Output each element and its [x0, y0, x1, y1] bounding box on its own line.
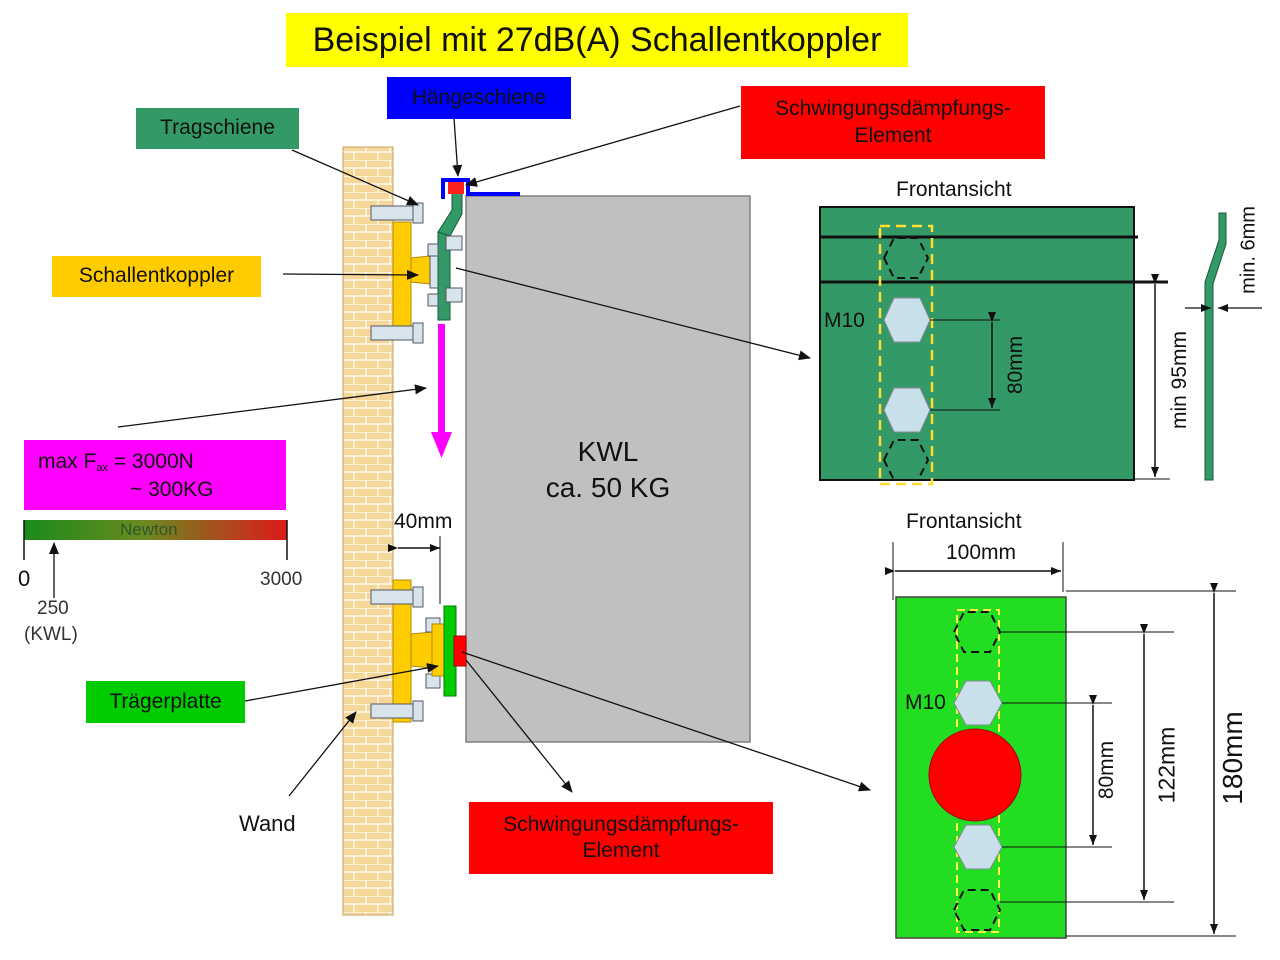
kwl-unit: [465, 195, 751, 743]
bottom-view-dim-height: 180mm: [1217, 711, 1248, 805]
kwl-name: KWL: [577, 435, 639, 467]
top-view-dim-side: min. 6mm: [1237, 206, 1260, 294]
label-tragschiene: Tragschiene: [136, 108, 299, 149]
kwl-label: KWL ca. 50 KG: [500, 430, 716, 510]
scale-marker-label: (KWL): [24, 624, 78, 645]
bottom-view-title: Frontansicht: [906, 510, 1022, 533]
force-value: = 3000N: [113, 450, 194, 473]
label-wand: Wand: [239, 811, 296, 836]
scale-min-label: 0: [18, 566, 31, 591]
daempfung-bottom-line2: Element: [582, 839, 660, 862]
label-schallentkoppler: Schallentkoppler: [52, 256, 261, 297]
force-approx: ~ 300KG: [130, 478, 214, 501]
schallentkoppler-text: Schallentkoppler: [78, 264, 235, 288]
daempfung-top-line1: Schwingungsdämpfungs-: [775, 97, 1011, 121]
daempfung-bottom-line1: Schwingungsdämpfungs-: [503, 812, 739, 836]
tragschiene-text: Tragschiene: [160, 116, 275, 140]
label-daempfung-top: Schwingungsdämpfungs- Element: [741, 86, 1045, 159]
label-haengeschiene: Hängeschiene: [387, 77, 571, 119]
top-view-bolt: M10: [824, 309, 865, 332]
bottom-front-view: [885, 542, 1236, 939]
traegerplatte-text: Trägerplatte: [109, 689, 222, 713]
haengeschiene-text: Hängeschiene: [411, 85, 547, 109]
top-view-title: Frontansicht: [896, 178, 1012, 201]
label-40mm: 40mm: [394, 510, 453, 533]
bottom-view-width: 100mm: [946, 541, 1017, 564]
kwl-weight: ca. 50 KG: [545, 472, 671, 503]
daempfung-top-line2: Element: [854, 123, 932, 147]
newton-scale: [23, 520, 288, 598]
page-title: Beispiel mit 27dB(A) Schallentkoppler: [312, 20, 882, 59]
leader-lines: [117, 105, 871, 797]
scale-max-label: 3000: [260, 569, 303, 590]
bottom-view-dim-outer: 122mm: [1153, 726, 1180, 804]
side-profile: [1185, 212, 1262, 481]
title-banner: Beispiel mit 27dB(A) Schallentkoppler: [286, 13, 908, 67]
force-subscript: ax: [96, 462, 108, 474]
force-prefix: max F: [38, 450, 97, 473]
top-view-dim-height: min 95mm: [1168, 330, 1191, 430]
top-front-view: [819, 206, 1170, 486]
dampener-circle: [928, 728, 1022, 822]
bolt-hex: [883, 387, 931, 433]
wall: [342, 146, 394, 916]
lower-mount: [370, 579, 467, 723]
newton-scale-label: Newton: [120, 520, 178, 539]
bottom-view-dim-spacing: 80mm: [1095, 740, 1118, 800]
force-arrow: [431, 324, 452, 458]
bolt-hex: [883, 297, 931, 343]
haengeschiene-part: [441, 178, 520, 199]
scale-marker-value: 250: [37, 598, 69, 619]
label-daempfung-bottom: Schwingungsdämpfungs- Element: [469, 802, 773, 874]
label-traegerplatte: Trägerplatte: [86, 681, 245, 723]
force-box: max Fax = 3000N ~ 300KG: [24, 440, 286, 510]
top-view-dim-spacing: 80mm: [1004, 335, 1027, 395]
bottom-view-bolt: M10: [905, 691, 946, 714]
